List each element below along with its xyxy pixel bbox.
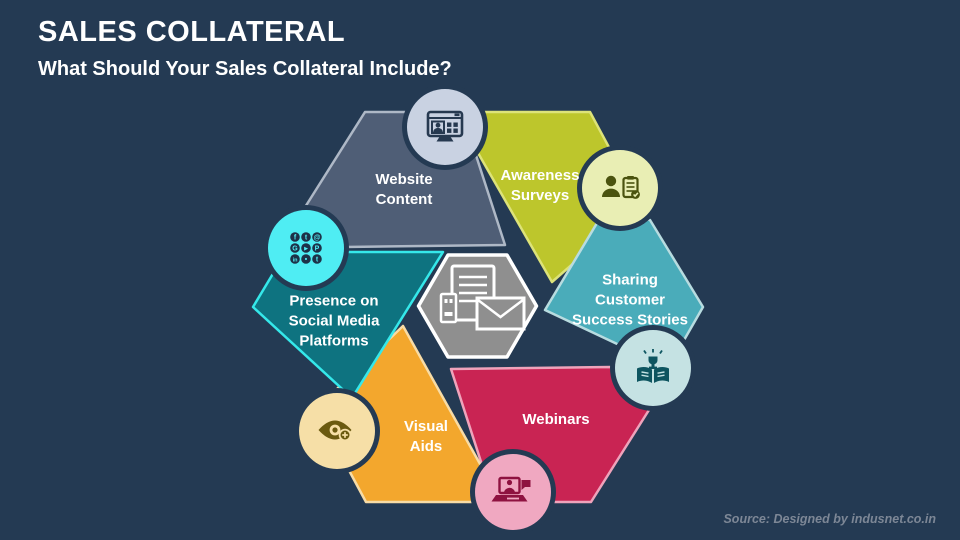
page-title: SALES COLLATERAL — [38, 16, 346, 48]
svg-text:t: t — [316, 256, 319, 263]
svg-text:•: • — [305, 256, 308, 263]
webinar-laptop-chat-icon — [491, 476, 531, 502]
svg-text:t: t — [305, 234, 308, 241]
svg-text:in: in — [293, 257, 299, 263]
svg-text:G: G — [292, 245, 298, 252]
person-survey-checklist-icon — [602, 175, 640, 199]
social-media-grid-icon: f t @ G ▸ P in • t — [290, 232, 322, 264]
browser-user-icon — [426, 110, 464, 142]
sales-collateral-document-icon — [439, 264, 526, 331]
icon-circle-webinars — [470, 449, 556, 535]
svg-text:P: P — [315, 245, 320, 252]
svg-text:@: @ — [314, 234, 321, 241]
source-credit: Source: Designed by indusnet.co.in — [723, 512, 936, 526]
eye-plus-icon — [318, 420, 352, 442]
icon-circle-website-content — [402, 84, 488, 170]
icon-circle-social-media: f t @ G ▸ P in • t — [263, 205, 349, 291]
icon-circle-awareness-surveys — [577, 145, 663, 231]
svg-text:▸: ▸ — [303, 245, 308, 252]
icon-circle-visual-aids — [294, 388, 380, 474]
page-subtitle: What Should Your Sales Collateral Includ… — [38, 58, 452, 80]
success-story-book-trophy-icon — [637, 349, 669, 383]
icon-circle-sharing-success-stories — [610, 325, 696, 411]
svg-text:f: f — [294, 234, 297, 241]
